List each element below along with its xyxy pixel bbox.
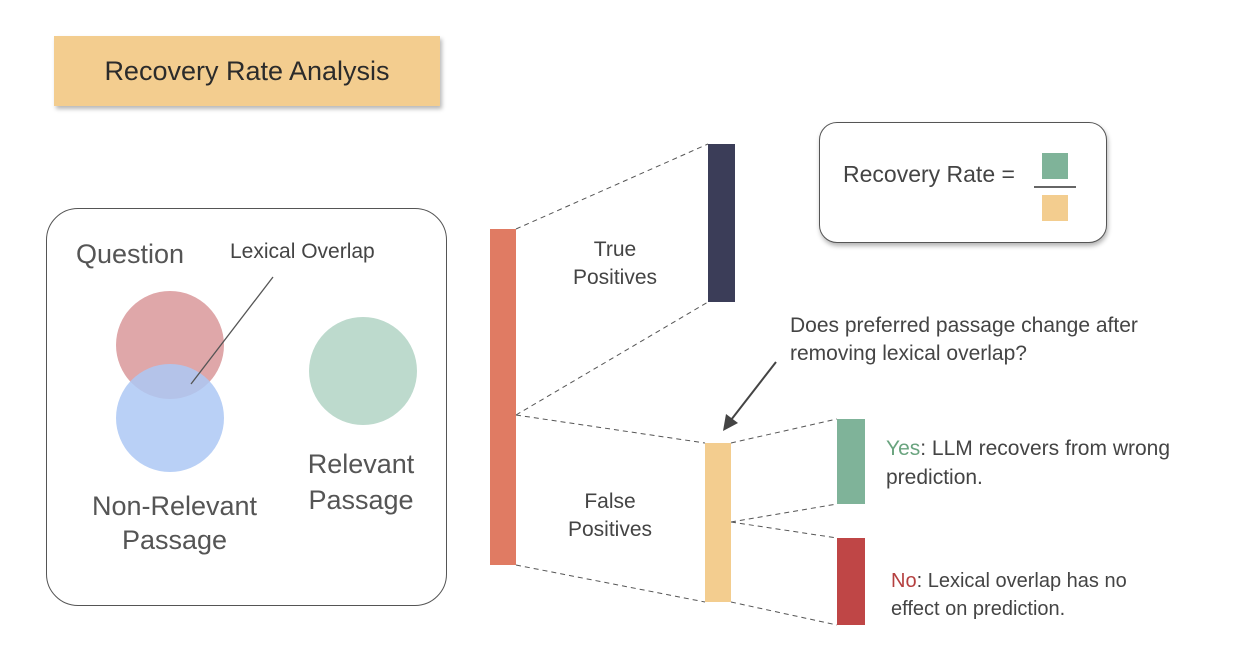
relevant-circle [309,317,417,425]
all-predictions-bar [490,229,516,565]
yes-line2: prediction. [886,466,983,489]
question-text-line1: Does preferred passage change after [790,314,1138,337]
yes-outcome: Yes: LLM recovers from wrong prediction. [886,434,1170,492]
yes-rest: : LLM recovers from wrong [920,437,1171,460]
relevant-label-line1: Relevant [307,449,415,479]
question-text: Does preferred passage change after remo… [790,312,1138,368]
true-positives-label-line1: True [593,238,637,261]
no-line2: effect on prediction. [891,598,1066,620]
question-label: Question [76,239,185,269]
relevant-label-line2: Passage [308,485,414,515]
no-outcome: No: Lexical overlap has no effect on pre… [891,567,1127,623]
true-positives-label-line2: Positives [572,266,658,289]
nonrelevant-circle [116,364,224,472]
dashed-connectors [515,143,838,626]
false-positives-label-line2: Positives [567,518,653,541]
numerator-swatch [1042,153,1068,179]
no-rest: : Lexical overlap has no [916,570,1127,592]
no-bar [837,538,865,625]
recovery-rate-label: Recovery Rate = [843,161,1015,187]
denominator-swatch [1042,195,1068,221]
no-word: No [891,570,917,592]
venn-panel [46,208,447,606]
formula-box [819,122,1107,243]
false-positives-label-line1: False [584,490,636,513]
lexical-overlap-label: Lexical Overlap [230,240,375,263]
question-arrow-line [730,361,777,421]
yes-word: Yes [886,437,921,460]
question-text-line2: removing lexical overlap? [790,342,1027,365]
diagram-title: Recovery Rate Analysis [104,55,390,86]
false-positives-bar [705,443,731,602]
false-positives-label: False Positives [550,488,670,544]
true-positives-label: True Positives [555,236,675,292]
true-positives-bar [708,144,735,302]
relevant-label: Relevant Passage [296,446,426,518]
overlap-pointer-line [190,276,274,385]
yes-bar [837,419,865,504]
nonrelevant-label-line2: Passage [121,525,228,555]
title-box: Recovery Rate Analysis [54,36,440,106]
nonrelevant-label-line1: Non-Relevant [91,491,258,521]
nonrelevant-label: Non-Relevant Passage [72,489,277,557]
question-arrow-head [723,414,738,431]
